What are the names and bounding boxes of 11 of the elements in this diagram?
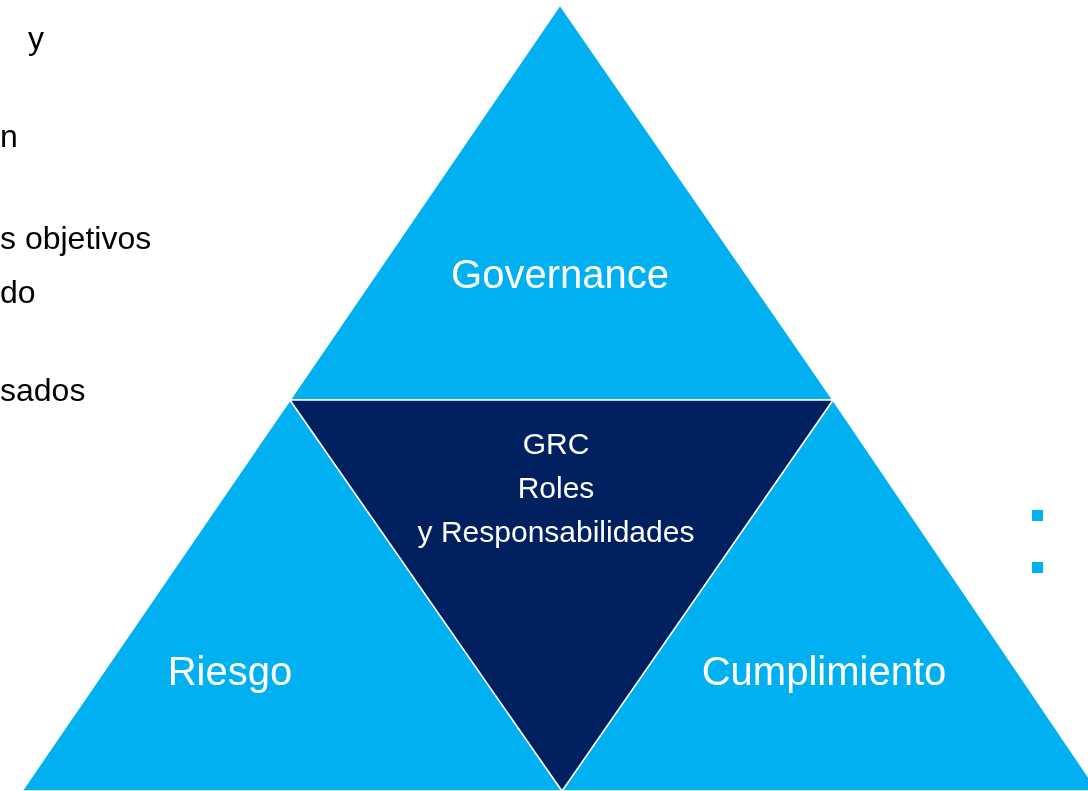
- cut-off-text: n: [0, 120, 18, 152]
- cut-off-text: sados: [0, 374, 86, 406]
- cut-off-text: s objetivos: [0, 222, 152, 254]
- section-title: Cumplimiento: [700, 648, 948, 695]
- role-text: y Responsabilidades: [416, 514, 696, 550]
- section-title: Riesgo: [166, 648, 294, 695]
- heading: GRC: [521, 426, 591, 462]
- section-title: Governance: [450, 251, 670, 298]
- role-text: Roles: [516, 470, 596, 506]
- cut-off-text: y: [28, 22, 44, 54]
- cut-off-text: do: [0, 276, 36, 308]
